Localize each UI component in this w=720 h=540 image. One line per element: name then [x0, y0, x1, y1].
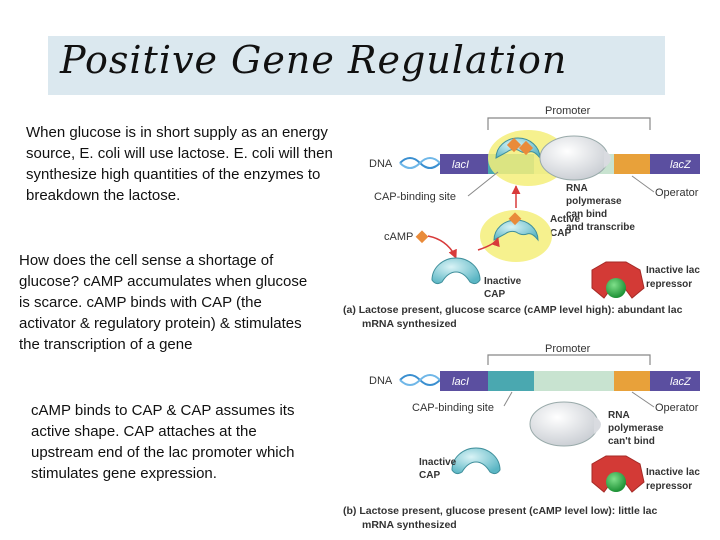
laci-label: lacI — [452, 159, 469, 171]
dna-label: DNA — [369, 375, 393, 387]
dna-helix-strand — [399, 374, 441, 386]
active-cap-protein-2 — [493, 219, 539, 242]
camp-molecule — [415, 230, 429, 244]
inactive-cap-protein — [451, 447, 501, 475]
paragraph-camp-sensing: How does the cell sense a shortage of gl… — [19, 252, 308, 353]
cap-binding-site — [488, 371, 534, 391]
inactive-cap-label-1: Inactive — [419, 457, 457, 468]
promoter-bracket — [487, 117, 651, 130]
rna-polymerase-label-3: can bind — [566, 209, 607, 220]
leader-line — [467, 171, 499, 197]
laci-gene — [440, 371, 488, 391]
inactive-repressor-label-2: repressor — [646, 481, 692, 492]
operator-label: Operator — [655, 187, 699, 199]
inactive-cap-label-2: CAP — [484, 289, 505, 300]
caption-a-line-2: mRNA synthesized — [362, 318, 457, 330]
operator-region — [614, 371, 650, 391]
caption-a-line-1: (a) Lactose present, glucose scarce (cAM… — [343, 304, 683, 316]
lacz-label: lacZ — [670, 159, 692, 171]
dna-helix-strand — [399, 157, 441, 169]
rna-polymerase-label-1: RNA — [608, 410, 630, 421]
caption-b-line-2: mRNA synthesized — [362, 519, 457, 531]
leader-line — [631, 391, 655, 408]
promoter-bracket — [487, 354, 651, 365]
inactive-repressor-label-2: repressor — [646, 279, 692, 290]
inducer-molecule — [606, 472, 626, 492]
laci-label: lacI — [452, 376, 469, 388]
promoter-label: Promoter — [545, 343, 591, 355]
camp-arrow — [427, 235, 457, 259]
caption-b-line-1: (b) Lactose present, glucose present (cA… — [343, 505, 657, 517]
inactive-cap-label-2: CAP — [419, 470, 440, 481]
rna-polymerase-tip — [594, 416, 601, 434]
rna-polymerase-label-4: and transcribe — [566, 222, 635, 233]
inactive-cap-label-1: Inactive — [484, 276, 522, 287]
rna-polymerase-tip — [604, 150, 611, 168]
dna-label: DNA — [369, 158, 393, 170]
rna-polymerase — [539, 135, 609, 181]
page-title: Positive Gene Regulation — [60, 38, 568, 82]
lacz-gene — [650, 154, 700, 174]
activation-arrow — [477, 237, 500, 251]
title-banner — [48, 36, 665, 95]
lacz-gene — [650, 371, 700, 391]
operator-region — [614, 154, 650, 174]
promoter-label: Promoter — [545, 105, 591, 117]
diagram-b: Promoter DNA lacI lacZ CAP-binding site … — [343, 343, 700, 531]
inducer-molecule — [606, 278, 626, 298]
camp-label: cAMP — [384, 231, 413, 243]
cap-binding-site-label: CAP-binding site — [412, 402, 494, 414]
rna-polymerase-label-3: can't bind — [608, 436, 655, 447]
operator-label: Operator — [655, 402, 699, 414]
paragraph-cap-activation: cAMP binds to CAP & CAP assumes its acti… — [31, 402, 295, 482]
active-cap-label-2: CAP — [550, 228, 571, 239]
rna-polymerase-label-2: polymerase — [566, 196, 622, 207]
cap-binding-site-label: CAP-binding site — [374, 191, 456, 203]
leader-line — [503, 391, 513, 407]
diagram-a: Promoter DNA lacI lacZ CAP-binding site … — [343, 105, 700, 330]
active-cap-glow — [480, 210, 552, 262]
inactive-repressor-label-1: Inactive lac — [646, 265, 700, 276]
lacz-label: lacZ — [670, 376, 692, 388]
laci-gene — [440, 154, 488, 174]
inactive-repressor-label-1: Inactive lac — [646, 467, 700, 478]
paragraph-lactose-use: When glucose is in short supply as an en… — [26, 124, 333, 204]
promoter-region — [534, 371, 614, 391]
leader-line — [631, 175, 655, 193]
camp-molecule — [518, 140, 534, 156]
rna-polymerase-label-2: polymerase — [608, 423, 664, 434]
inactive-cap-protein — [431, 257, 481, 285]
rna-polymerase — [529, 401, 599, 447]
active-cap-label-1: Active — [550, 214, 580, 225]
camp-molecule — [506, 137, 522, 153]
rna-polymerase-label-1: RNA — [566, 183, 588, 194]
